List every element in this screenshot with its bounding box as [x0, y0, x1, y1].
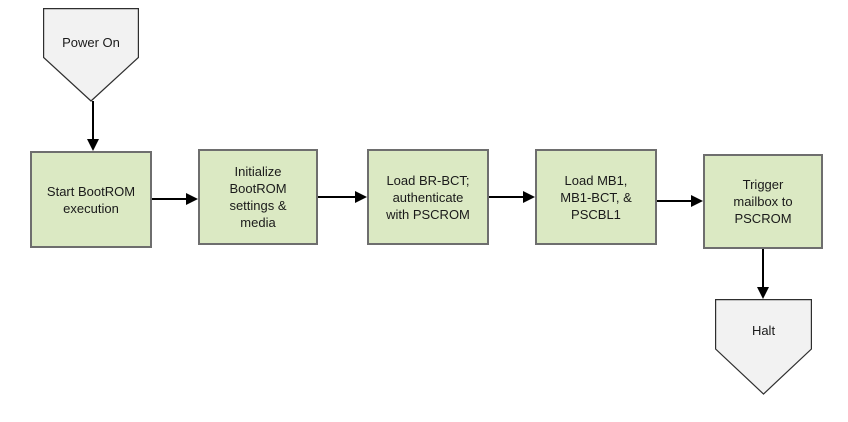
- arrowhead-right-icon: [523, 191, 535, 203]
- node-power-on-label: Power On: [62, 34, 120, 50]
- node-trigger-mailbox-pscrom: Trigger mailbox to PSCROM: [703, 154, 823, 249]
- node-load-mb1-pscbl1: Load MB1, MB1-BCT, & PSCBL1: [535, 149, 657, 245]
- node-initialize-bootrom-settings-label: Initialize BootROM settings & media: [229, 164, 287, 230]
- arrowhead-right-icon: [355, 191, 367, 203]
- node-load-brbct-authenticate-label: Load BR-BCT; authenticate with PSCROM: [386, 172, 470, 222]
- node-halt-label: Halt: [751, 322, 776, 338]
- node-power-on: Power On: [43, 8, 139, 102]
- connector-startbootrom-to-initbootrom: [152, 193, 198, 205]
- connector-triggermailbox-to-halt: [757, 249, 769, 299]
- node-start-bootrom-execution: Start BootROM execution: [30, 151, 152, 248]
- pentagon-down-shape: [715, 299, 812, 395]
- connector-loadbrbct-to-loadmb1: [489, 191, 535, 203]
- node-initialize-bootrom-settings: Initialize BootROM settings & media: [198, 149, 318, 245]
- arrowhead-down-icon: [757, 287, 769, 299]
- node-trigger-mailbox-pscrom-label: Trigger mailbox to PSCROM: [733, 177, 793, 226]
- node-start-bootrom-execution-label: Start BootROM execution: [46, 183, 136, 216]
- arrowhead-right-icon: [186, 193, 198, 205]
- connector-loadmb1-to-triggermailbox: [657, 195, 703, 207]
- pentagon-down-shape: [43, 8, 139, 102]
- node-load-brbct-authenticate: Load BR-BCT; authenticate with PSCROM: [367, 149, 489, 245]
- connector-initbootrom-to-loadbrbct: [318, 191, 367, 203]
- node-load-mb1-pscbl1-label: Load MB1, MB1-BCT, & PSCBL1: [560, 172, 632, 222]
- node-halt: Halt: [715, 299, 812, 395]
- arrowhead-right-icon: [691, 195, 703, 207]
- connector-poweron-to-startbootrom: [87, 101, 99, 151]
- arrowhead-down-icon: [87, 139, 99, 151]
